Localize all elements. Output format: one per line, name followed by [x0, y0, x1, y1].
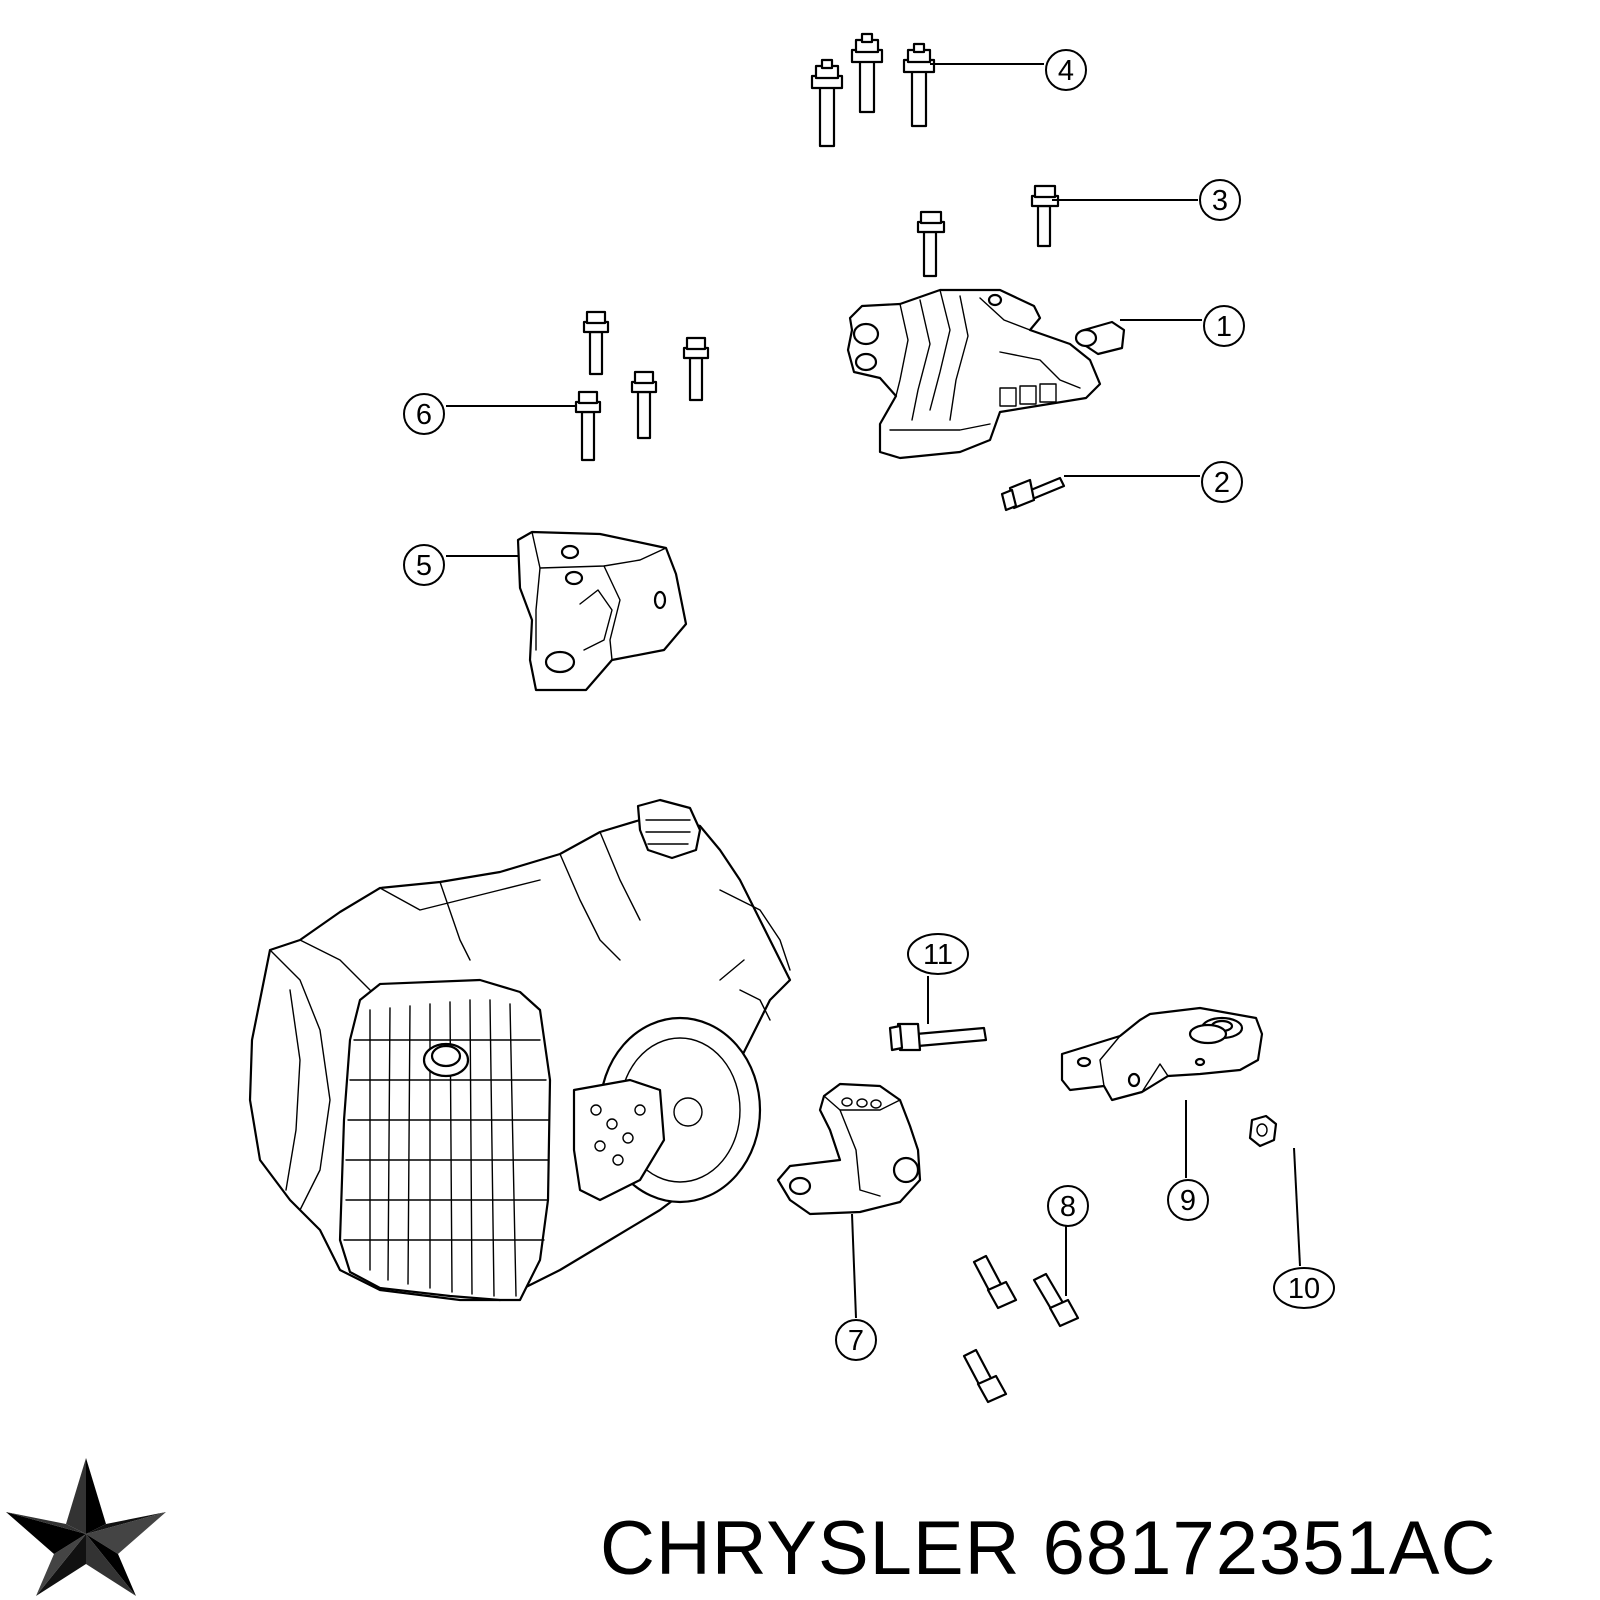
callout-label: 3 [1212, 185, 1228, 217]
callout-label: 11 [923, 939, 953, 971]
callout-label: 8 [1060, 1191, 1076, 1223]
torque-strut [1060, 1006, 1264, 1102]
callout-label: 1 [1216, 311, 1232, 343]
callout-1: 1 [1120, 305, 1245, 347]
bolt [810, 58, 844, 148]
bolt [1032, 1272, 1080, 1328]
bolt-group-3 [916, 184, 1060, 278]
part-number: 68172351AC [1042, 1506, 1497, 1591]
callout-label: 2 [1214, 467, 1230, 499]
mount-bracket-5 [516, 530, 688, 692]
callout-7: 7 [835, 1213, 877, 1361]
mount-bracket-7 [776, 1082, 922, 1216]
transmission [248, 798, 792, 1302]
callout-label: 4 [1058, 55, 1074, 87]
bolt [972, 1254, 1018, 1310]
brand-name: CHRYSLER [600, 1506, 1021, 1591]
callout-3: 3 [1052, 179, 1241, 221]
callout-8: 8 [1047, 1185, 1089, 1296]
callout-10: 10 [1273, 1147, 1335, 1309]
chrysler-pentastar-icon [6, 1458, 166, 1596]
bolt [962, 1348, 1008, 1404]
bolt [574, 390, 602, 462]
bolt-item-11 [888, 1022, 988, 1052]
callout-label: 9 [1180, 1185, 1196, 1217]
caption: CHRYSLER 68172351AC [600, 1504, 1590, 1594]
bolt [916, 210, 946, 278]
callout-label: 6 [416, 399, 432, 431]
callout-label: 7 [848, 1325, 864, 1357]
nut-item-10 [1248, 1114, 1278, 1148]
bolt-group-4 [810, 32, 936, 148]
callout-label: 10 [1288, 1273, 1320, 1305]
bolt-group-8 [962, 1254, 1080, 1404]
bolt [582, 310, 610, 376]
bolt [630, 370, 658, 440]
bolt [1030, 184, 1060, 248]
callout-9: 9 [1167, 1100, 1209, 1221]
bolt-item-2 [1000, 476, 1066, 512]
callout-5: 5 [403, 544, 518, 586]
callout-11: 11 [907, 933, 969, 1024]
bolt-group-6 [574, 310, 710, 462]
callout-4: 4 [930, 49, 1087, 91]
bolt [682, 336, 710, 402]
bolt [902, 42, 936, 128]
bolt [850, 32, 884, 114]
engine-mount [846, 288, 1126, 460]
callout-2: 2 [1064, 461, 1243, 503]
callout-label: 5 [416, 550, 432, 582]
callout-6: 6 [403, 393, 576, 435]
